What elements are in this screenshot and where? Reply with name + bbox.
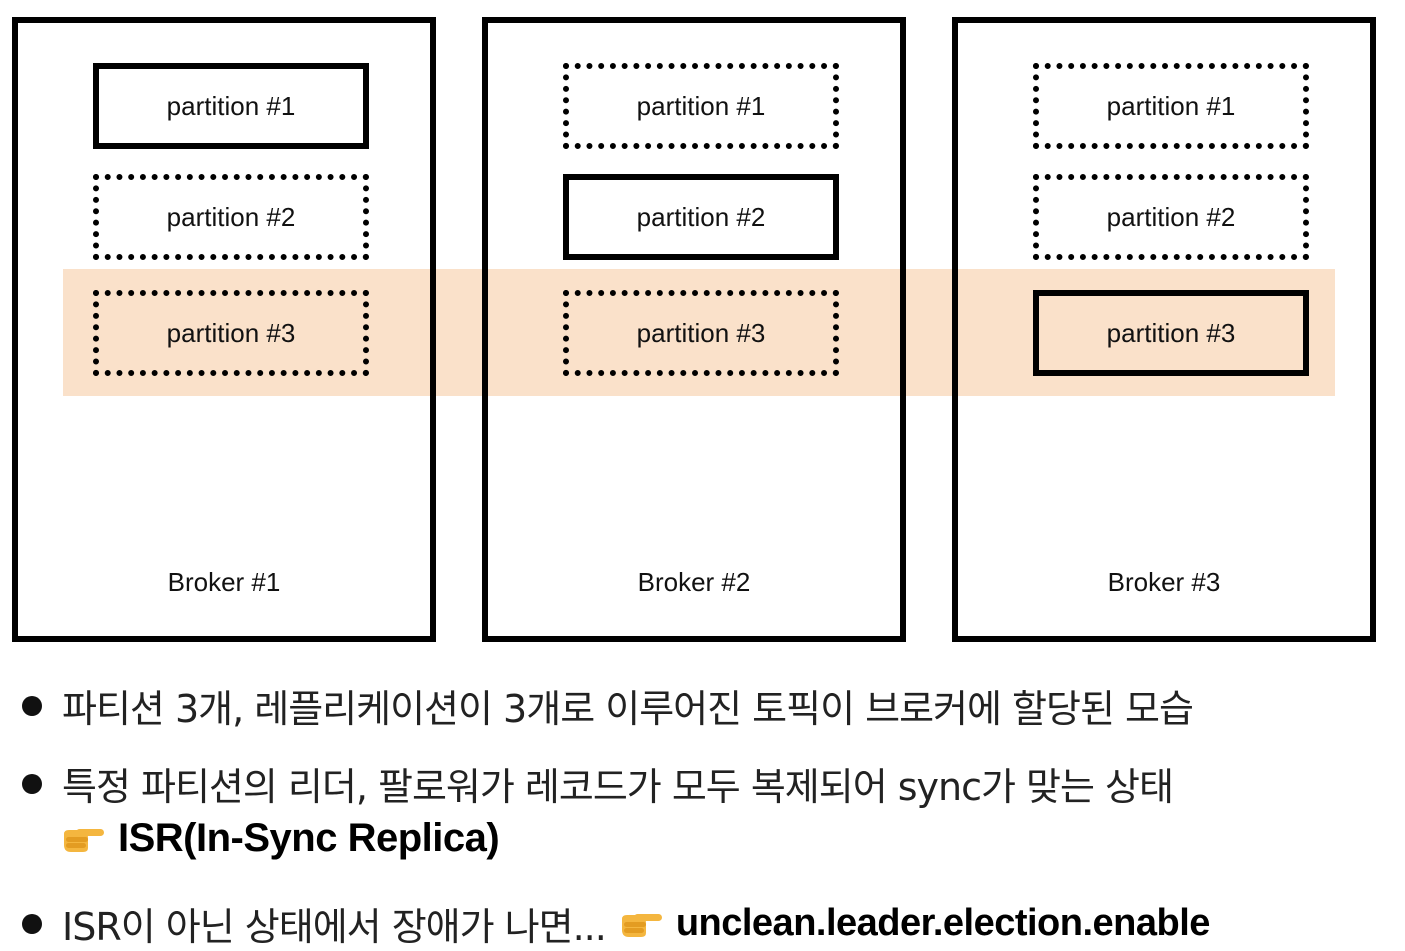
broker-1-partition-3: partition #3 xyxy=(93,290,369,376)
broker-3-box: partition #1 partition #2 partition #3 B… xyxy=(952,17,1376,642)
bullet-2-text: 특정 파티션의 리더, 팔로워가 레코드가 모두 복제되어 sync가 맞는 상… xyxy=(62,765,1174,809)
broker-2-partition-1: partition #1 xyxy=(563,63,839,149)
bullet-dot-icon xyxy=(22,913,42,934)
isr-emphasis-text: ISR(In-Sync Replica) xyxy=(118,816,500,860)
broker-2-box: partition #1 partition #2 partition #3 B… xyxy=(482,17,906,642)
broker-1-box: partition #1 partition #2 partition #3 B… xyxy=(12,17,436,642)
broker-1-label: Broker #1 xyxy=(167,567,281,597)
unclean-leader-election-text: unclean.leader.election.enable xyxy=(675,902,1211,944)
broker-3-label: Broker #3 xyxy=(1107,567,1221,597)
broker-2-partition-2: partition #2 xyxy=(563,174,839,260)
broker-2-partition-3: partition #3 xyxy=(563,290,839,376)
broker-1-partition-2: partition #2 xyxy=(93,174,369,260)
bullet-2: 특정 파티션의 리더, 팔로워가 레코드가 모두 복제되어 sync가 맞는 상… xyxy=(22,756,1174,811)
bullet-2-emphasis-row: ISR(In-Sync Replica) xyxy=(62,816,500,861)
pointing-hand-right-icon xyxy=(64,828,104,852)
bullet-1-text: 파티션 3개, 레플리케이션이 3개로 이루어진 토픽이 브로커에 할당된 모습 xyxy=(62,687,1194,731)
bullet-dot-icon xyxy=(22,773,42,794)
bullet-3: ISR이 아닌 상태에서 장애가 나면... unclean.leader.el… xyxy=(22,896,1210,951)
bullet-1: 파티션 3개, 레플리케이션이 3개로 이루어진 토픽이 브로커에 할당된 모습 xyxy=(22,678,1194,733)
broker-3-partition-3: partition #3 xyxy=(1033,290,1309,376)
broker-1-partition-1: partition #1 xyxy=(93,63,369,149)
pointing-hand-right-icon xyxy=(621,913,662,937)
broker-2-label: Broker #2 xyxy=(637,567,751,597)
bullet-3-text: ISR이 아닌 상태에서 장애가 나면... xyxy=(62,905,607,949)
bullet-dot-icon xyxy=(22,695,42,716)
broker-3-partition-2: partition #2 xyxy=(1033,174,1309,260)
broker-3-partition-1: partition #1 xyxy=(1033,63,1309,149)
